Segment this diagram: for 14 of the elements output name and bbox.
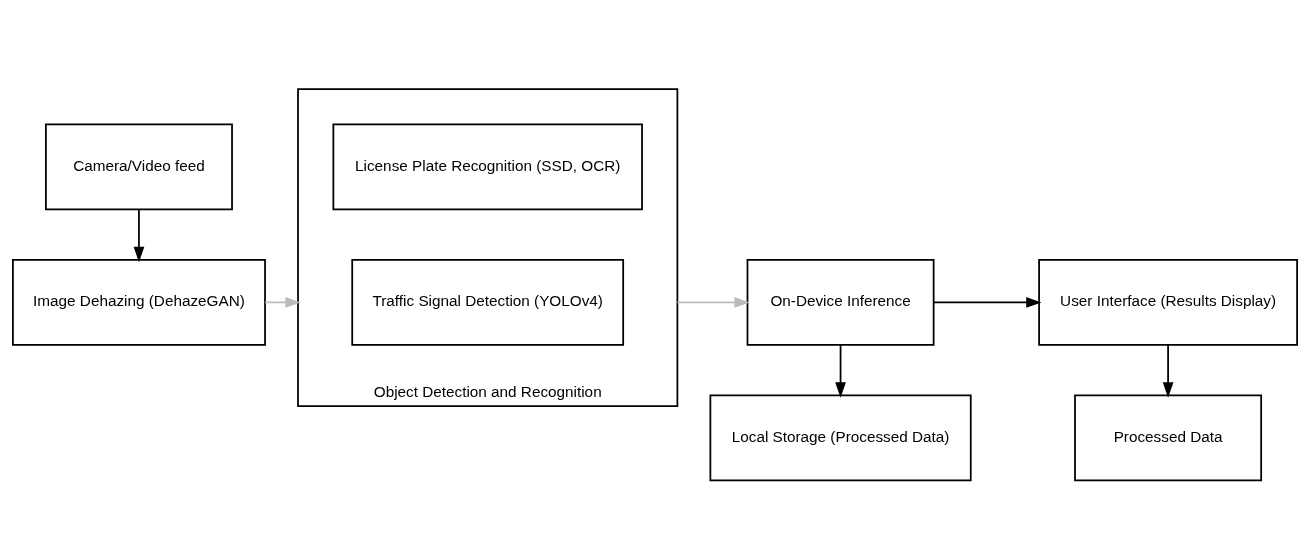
arrow [1162, 344, 1174, 398]
arrow [933, 297, 1042, 308]
arrow [676, 297, 750, 308]
node-box: On-Device Inference [746, 259, 935, 346]
node-box: Traffic Signal Detection (YOLOv4) [351, 259, 625, 346]
node-box: Image Dehazing (DehazeGAN) [12, 259, 266, 346]
node-box: Processed Data [1074, 394, 1263, 482]
arrow [133, 208, 145, 263]
node-box: Local Storage (Processed Data) [709, 394, 972, 482]
node-box: License Plate Recognition (SSD, OCR) [332, 123, 643, 211]
arrow [264, 297, 301, 308]
node-box: User Interface (Results Display) [1038, 259, 1298, 346]
arrow [835, 344, 846, 398]
node-box: Camera/Video feed [45, 123, 233, 211]
